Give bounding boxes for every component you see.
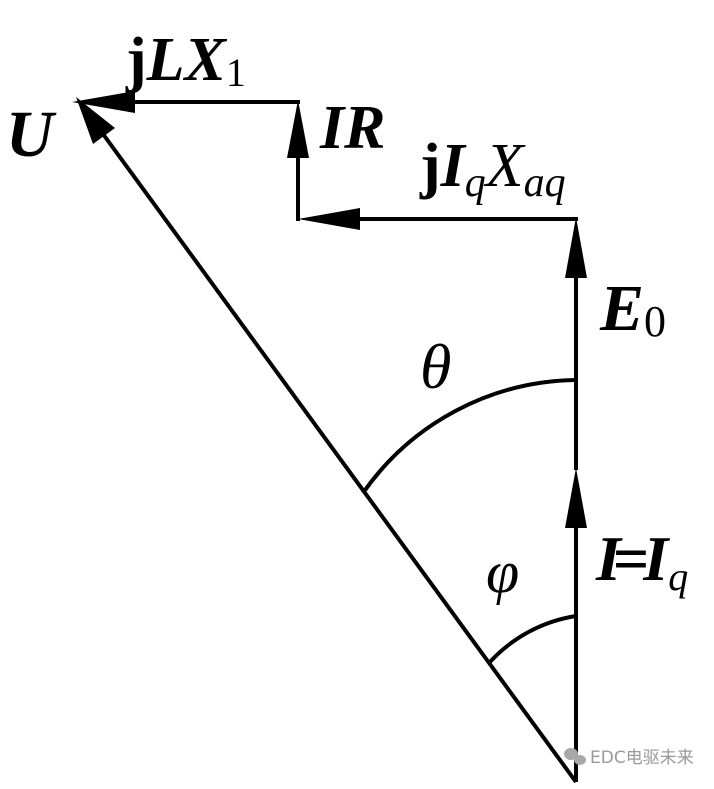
label-i-eq: = (613, 523, 649, 594)
phi-angle-arc (487, 614, 577, 665)
label-e0-main: E (599, 272, 644, 345)
jiqxaq-vector-arrowhead (298, 208, 360, 230)
jlx1-vector-arrowhead (72, 91, 135, 113)
ir-vector-arrowhead (287, 100, 309, 158)
label-jiqxaq-i: I (440, 132, 467, 200)
watermark: EDC电驱未来 (564, 748, 694, 768)
label-jiqxaq-xsub: aq (524, 160, 566, 206)
label-i-right: I (642, 523, 670, 594)
label-jlx1-sub: 1 (226, 50, 246, 95)
watermark-text: EDC电驱未来 (590, 748, 694, 768)
label-i-eq-iq: I=Iq (595, 523, 688, 599)
label-u: U (6, 98, 57, 171)
label-jlx1-j: j (125, 26, 147, 94)
label-i-left: I (595, 523, 623, 594)
e0-vector-arrowhead (565, 217, 587, 278)
label-jiqxaq-x: X (483, 132, 526, 200)
u-vector-arrowhead (76, 97, 115, 144)
label-jiqxaq-isub: q (465, 160, 486, 206)
label-e0-sub: 0 (644, 297, 666, 346)
current-vector-arrowhead (565, 468, 587, 528)
label-jlx1: jLX1 (125, 26, 246, 95)
theta-angle-arc (361, 378, 577, 495)
label-phi: φ (486, 539, 519, 605)
wechat-icon (564, 748, 586, 765)
u-vector-line (101, 132, 578, 784)
label-jiqxaq: jIqXaq (419, 132, 566, 206)
label-i-sub: q (668, 554, 688, 599)
label-jlx1-main: LX (146, 26, 228, 94)
label-theta: θ (420, 331, 451, 402)
label-e0: E0 (599, 272, 666, 346)
label-ir: IR (319, 94, 385, 162)
label-jiqxaq-j: j (419, 132, 441, 200)
